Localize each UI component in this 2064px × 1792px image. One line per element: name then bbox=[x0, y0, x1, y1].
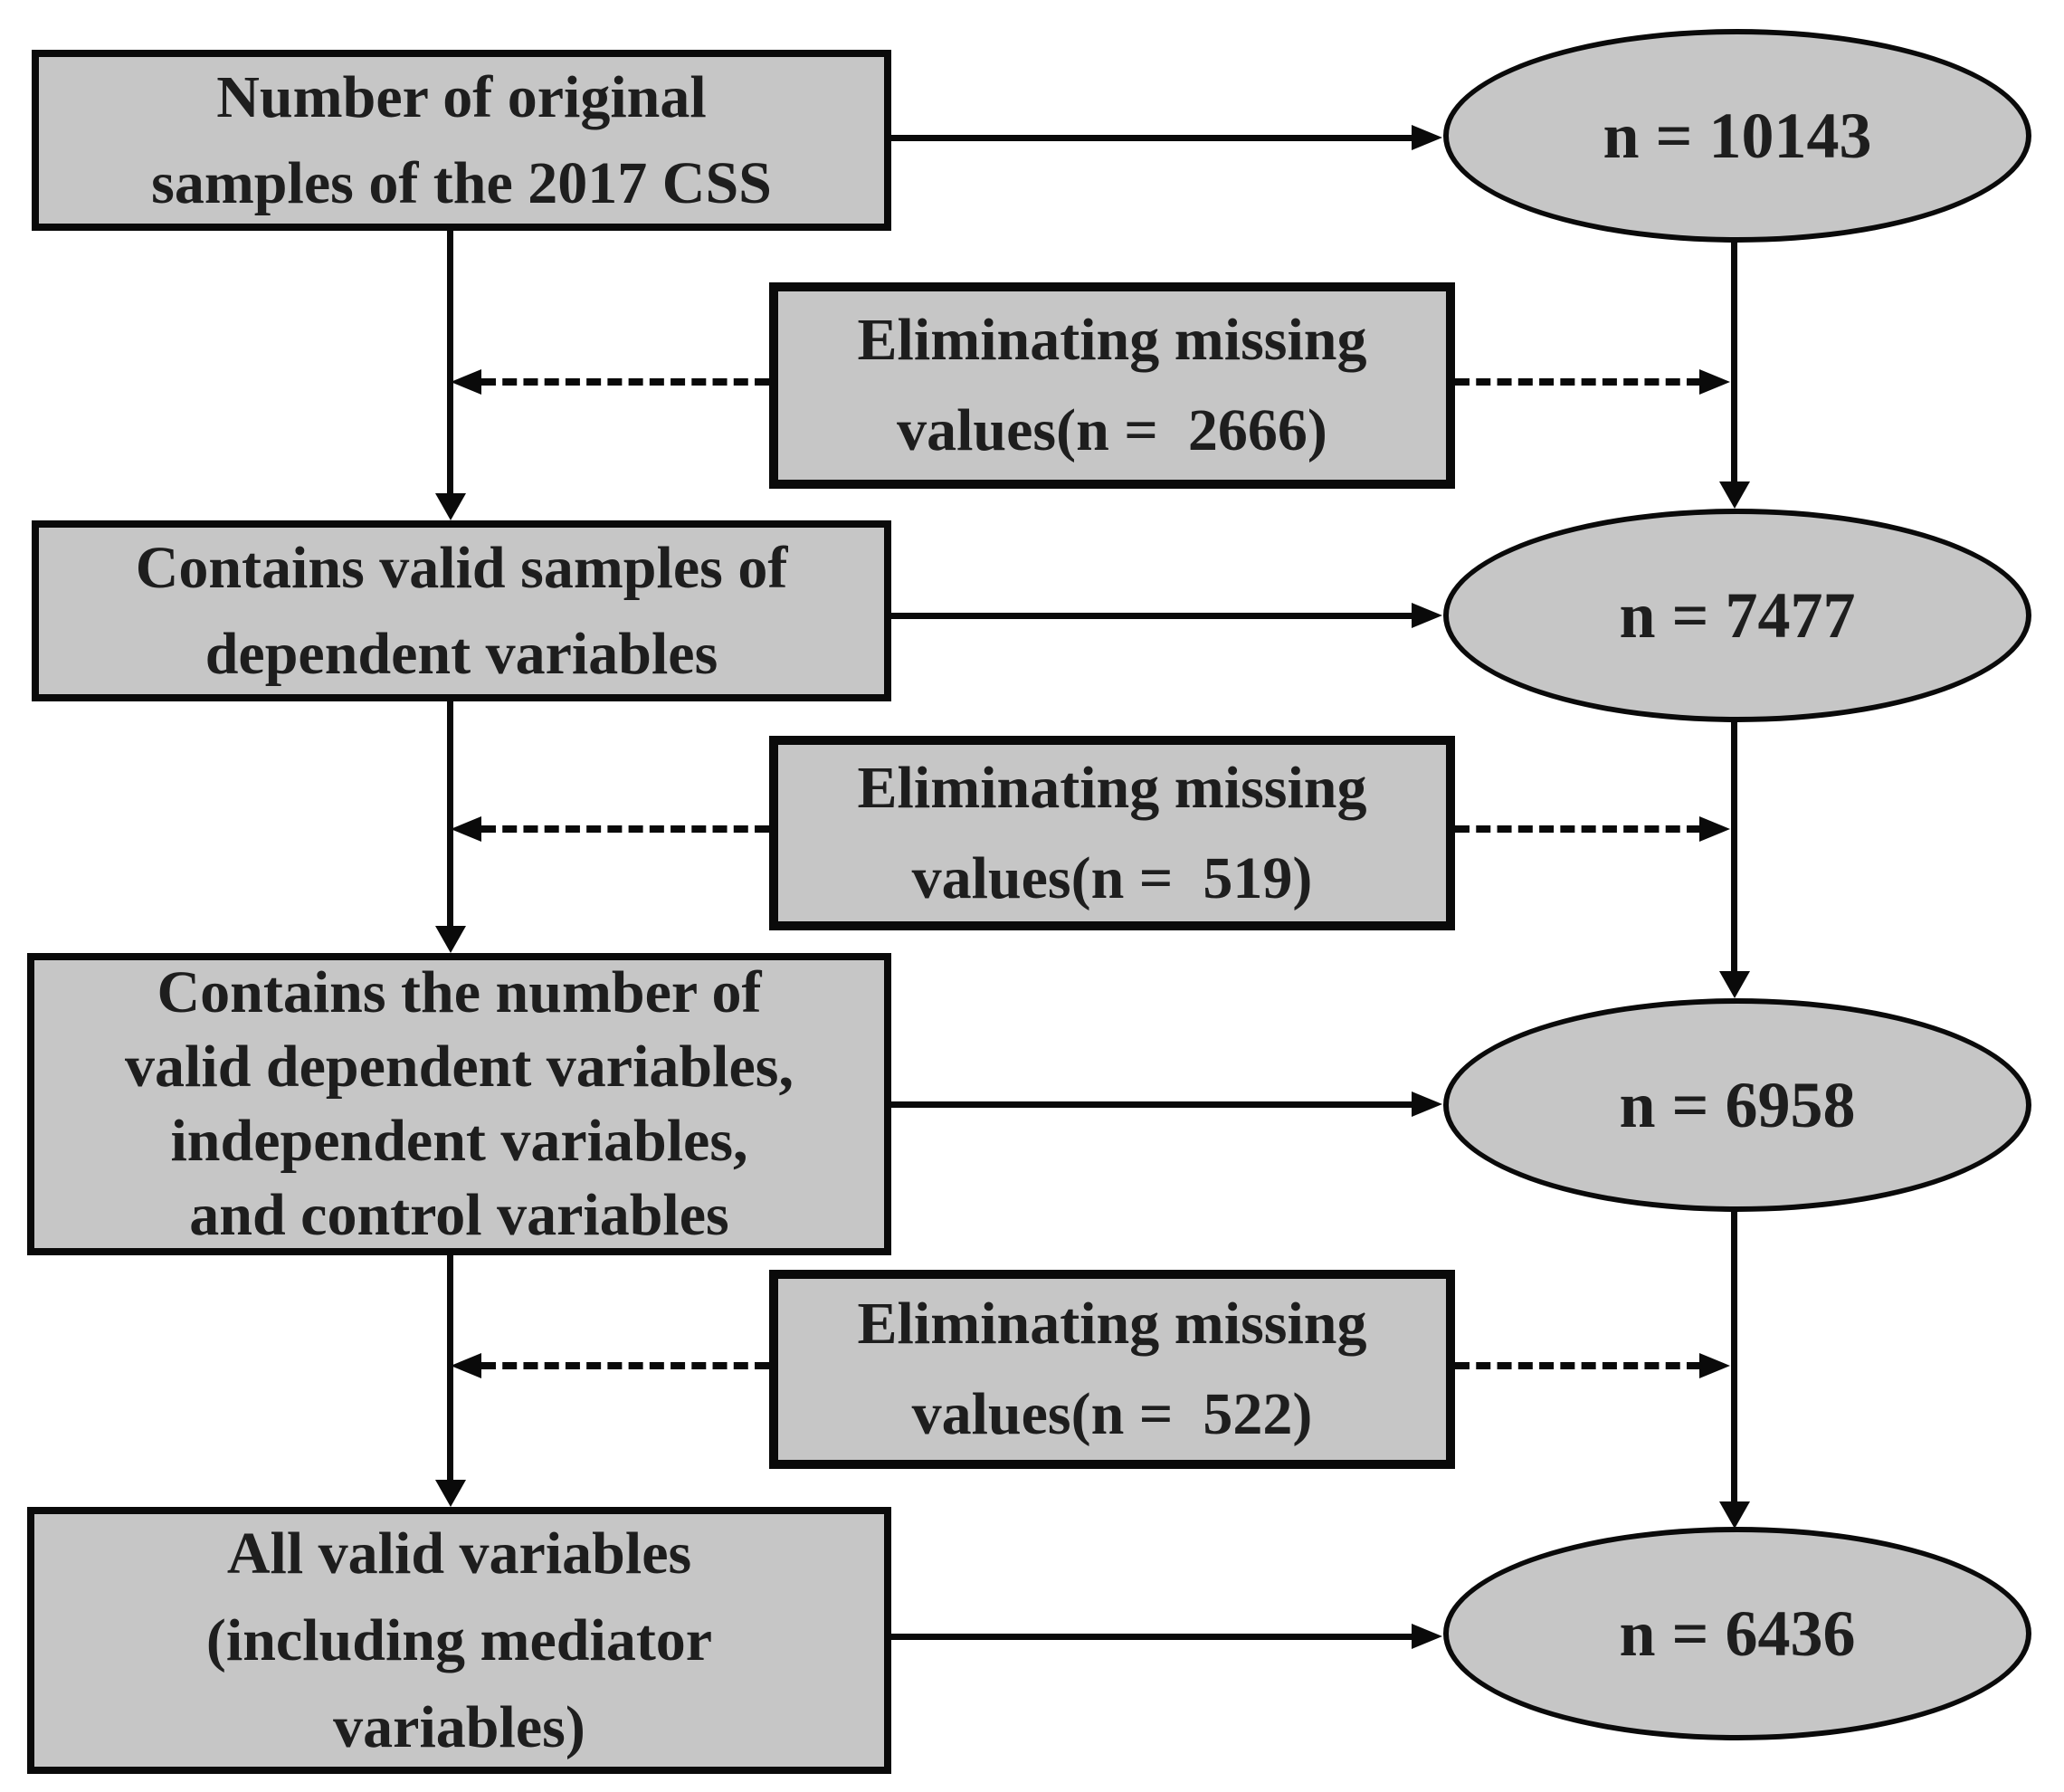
connector-box3-to-box4 bbox=[447, 1255, 453, 1482]
dashed-arrow-filter1-left bbox=[481, 378, 769, 386]
arrowhead-left-icon bbox=[451, 816, 481, 842]
arrowhead-right-icon bbox=[1412, 603, 1442, 628]
connector-count1-to-count2 bbox=[1731, 241, 1737, 483]
ellipse-count-3: n = 6958 bbox=[1443, 998, 2031, 1212]
arrowhead-down-icon bbox=[435, 1480, 466, 1507]
box-all-valid-variables: All valid variables (including mediator … bbox=[27, 1507, 891, 1774]
arrowhead-right-icon bbox=[1412, 1091, 1442, 1117]
filter-box-eliminate-missing-1: Eliminating missing values(n = 2666) bbox=[769, 282, 1455, 489]
dashed-arrow-filter2-right bbox=[1455, 825, 1701, 833]
arrowhead-down-icon bbox=[435, 926, 466, 953]
arrowhead-right-icon bbox=[1699, 1353, 1730, 1378]
box-text-line: Contains the number of bbox=[157, 959, 762, 1025]
box-text-line: dependent variables bbox=[204, 621, 718, 687]
arrowhead-down-icon bbox=[1719, 1501, 1750, 1529]
connector-box2-to-box3 bbox=[447, 701, 453, 928]
filter-box-eliminate-missing-2: Eliminating missing values(n = 519) bbox=[769, 736, 1455, 930]
count-label: n = 7477 bbox=[1619, 578, 1856, 652]
box-text-line: Number of original bbox=[216, 64, 707, 130]
filter-text-line: values(n = 2666) bbox=[897, 397, 1327, 463]
filter-text-line: Eliminating missing bbox=[857, 307, 1367, 373]
ellipse-count-2: n = 7477 bbox=[1443, 509, 2031, 722]
ellipse-count-1: n = 10143 bbox=[1443, 29, 2031, 243]
box-valid-dep-indep-control: Contains the number of valid dependent v… bbox=[27, 953, 891, 1255]
filter-text-line: values(n = 519) bbox=[911, 844, 1313, 911]
box-text-line: and control variables bbox=[189, 1182, 729, 1248]
arrowhead-right-icon bbox=[1699, 369, 1730, 395]
connector-count2-to-count3 bbox=[1731, 722, 1737, 973]
dashed-arrow-filter2-left bbox=[481, 825, 769, 833]
box-valid-dependent-samples: Contains valid samples of dependent vari… bbox=[32, 520, 891, 701]
arrow-box1-to-count1 bbox=[891, 135, 1413, 141]
arrowhead-left-icon bbox=[451, 369, 481, 395]
ellipse-count-4: n = 6436 bbox=[1443, 1527, 2031, 1740]
connector-box1-to-box2 bbox=[447, 231, 453, 495]
arrow-box3-to-count3 bbox=[891, 1101, 1413, 1108]
box-text-line: independent variables, bbox=[170, 1108, 748, 1174]
box-text-line: samples of the 2017 CSS bbox=[151, 150, 772, 216]
box-text-line: All valid variables bbox=[226, 1520, 692, 1587]
filter-text-line: values(n = 522) bbox=[911, 1381, 1313, 1447]
arrow-box4-to-count4 bbox=[891, 1634, 1413, 1640]
filter-text-line: Eliminating missing bbox=[857, 1291, 1367, 1357]
arrowhead-down-icon bbox=[435, 493, 466, 520]
arrowhead-down-icon bbox=[1719, 481, 1750, 509]
arrowhead-down-icon bbox=[1719, 971, 1750, 998]
filter-text-line: Eliminating missing bbox=[857, 754, 1367, 821]
arrowhead-right-icon bbox=[1412, 125, 1442, 150]
count-label: n = 6958 bbox=[1619, 1068, 1856, 1141]
arrowhead-right-icon bbox=[1699, 816, 1730, 842]
box-text-line: valid dependent variables, bbox=[125, 1034, 794, 1100]
dashed-arrow-filter3-left bbox=[481, 1362, 769, 1369]
filter-box-eliminate-missing-3: Eliminating missing values(n = 522) bbox=[769, 1270, 1455, 1469]
arrowhead-left-icon bbox=[451, 1353, 481, 1378]
count-label: n = 10143 bbox=[1603, 99, 1872, 172]
dashed-arrow-filter1-right bbox=[1455, 378, 1701, 386]
box-original-samples: Number of original samples of the 2017 C… bbox=[32, 50, 891, 231]
arrow-box2-to-count2 bbox=[891, 613, 1413, 619]
count-label: n = 6436 bbox=[1619, 1597, 1856, 1670]
box-text-line: variables) bbox=[333, 1693, 585, 1760]
dashed-arrow-filter3-right bbox=[1455, 1362, 1701, 1369]
box-text-line: Contains valid samples of bbox=[135, 535, 788, 601]
arrowhead-right-icon bbox=[1412, 1624, 1442, 1649]
connector-count3-to-count4 bbox=[1731, 1212, 1737, 1503]
box-text-line: (including mediator bbox=[205, 1606, 713, 1673]
